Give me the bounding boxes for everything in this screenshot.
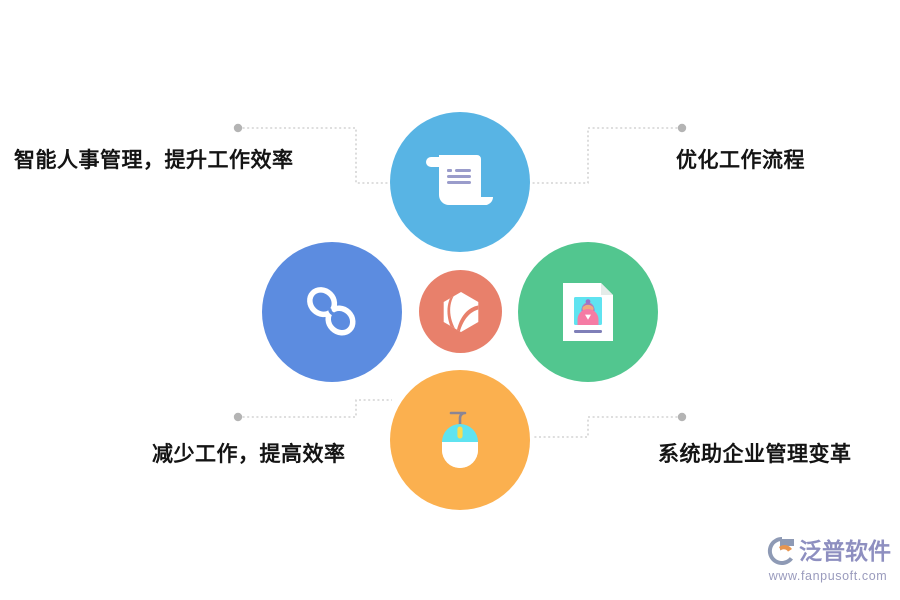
circle-right-hr-profile[interactable] (518, 242, 658, 382)
connector-dot-top-left (233, 123, 243, 133)
connector-dot-bottom-right (677, 412, 687, 422)
id-card-document-icon (563, 283, 613, 341)
label-bottom-right: 系统助企业管理变革 (658, 443, 852, 466)
watermark-url: www.fanpusoft.com (768, 569, 888, 583)
chain-link-icon (307, 287, 356, 336)
leaf-hexagon-logo-icon (443, 291, 478, 332)
connector-bottom-left (238, 399, 392, 418)
circle-top-work-efficiency[interactable] (390, 112, 530, 252)
connector-dot-top-right (677, 123, 687, 133)
watermark-brand: 泛普软件 (799, 537, 891, 564)
circle-bottom-reduce-work[interactable] (390, 370, 530, 510)
label-top-right: 优化工作流程 (676, 149, 805, 172)
label-top-left: 智能人事管理，提升工作效率 (14, 149, 294, 172)
fanpu-logo-mark-icon (767, 536, 794, 565)
label-bottom-left: 减少工作，提高效率 (152, 443, 346, 466)
connector-bottom-right (532, 416, 682, 438)
circle-left-integration[interactable] (262, 242, 402, 382)
connector-dot-bottom-left (233, 412, 243, 422)
computer-mouse-icon (442, 411, 478, 468)
scroll-document-icon (426, 155, 493, 205)
watermark-logo: 泛普软件 www.fanpusoft.com (766, 534, 891, 586)
circle-center-logo[interactable] (419, 270, 502, 353)
connector-top-right (528, 127, 682, 184)
